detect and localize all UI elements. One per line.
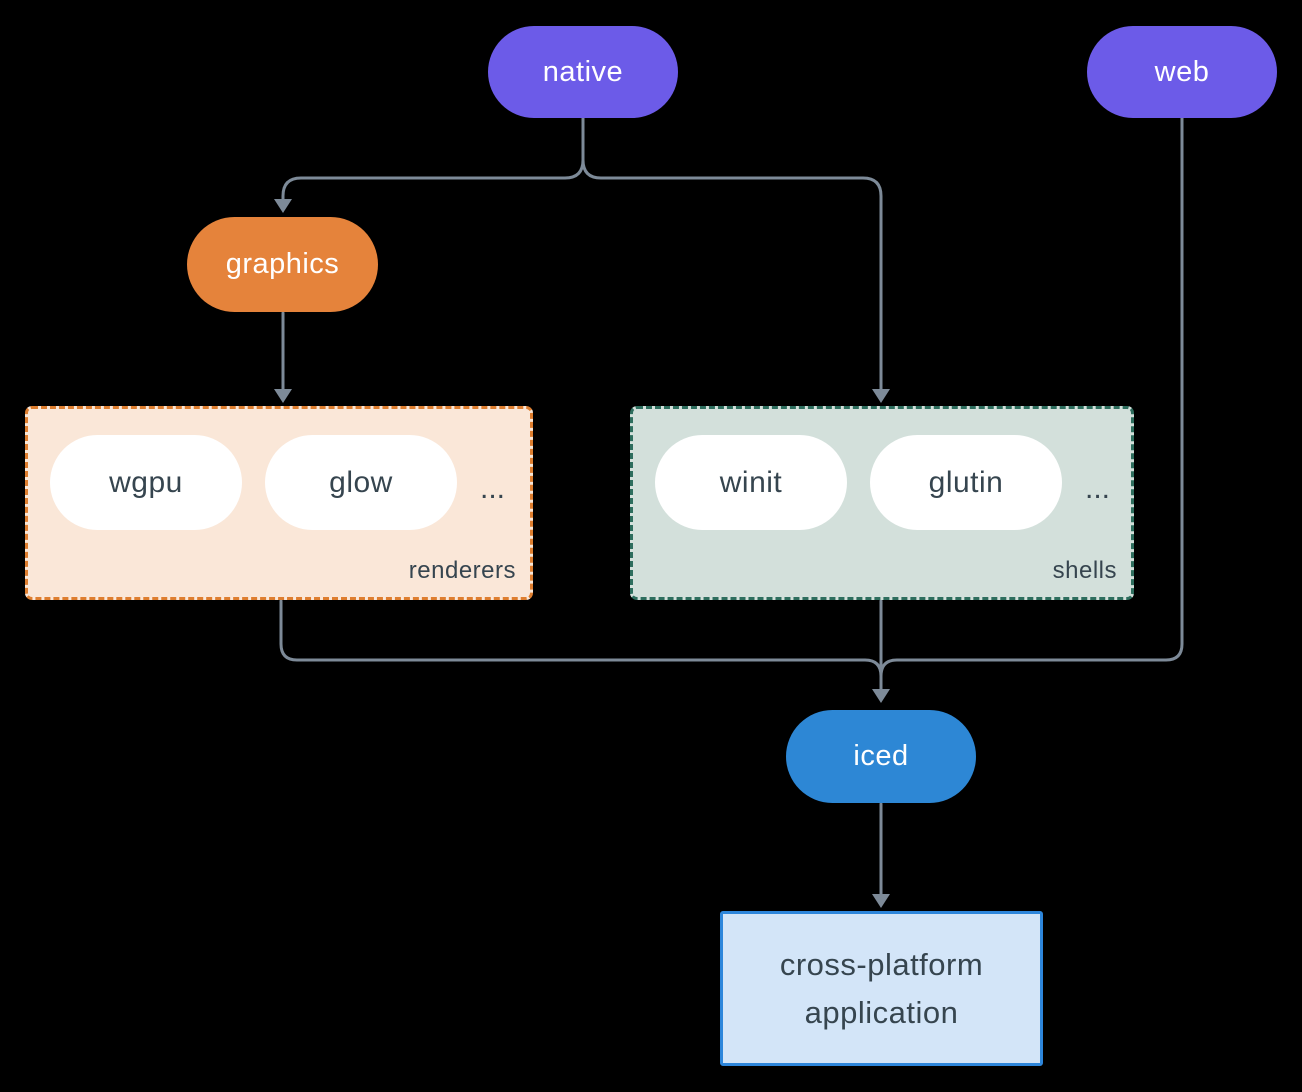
node-glow: glow: [265, 435, 457, 530]
arrowhead-application: [872, 894, 890, 908]
node-winit-label: winit: [719, 465, 783, 499]
node-cross-platform-application: cross-platform application: [720, 911, 1043, 1066]
application-label-line2: application: [804, 994, 959, 1030]
arrowhead-graphics: [274, 199, 292, 213]
renderers-ellipsis: ...: [480, 471, 506, 505]
node-web: web: [1087, 26, 1277, 118]
edge-native-graphics: [281, 158, 585, 201]
node-graphics: graphics: [187, 217, 378, 312]
arrowhead-renderers: [274, 389, 292, 403]
node-native: native: [488, 26, 678, 118]
node-native-label: native: [542, 55, 624, 88]
node-iced: iced: [786, 710, 976, 803]
arrowhead-iced: [872, 689, 890, 703]
node-glutin: glutin: [870, 435, 1062, 530]
renderers-group-label: renderers: [408, 557, 516, 584]
edge-web-iced: [879, 116, 1184, 678]
shells-group-label: shells: [1052, 557, 1117, 584]
shells-ellipsis: ...: [1085, 471, 1111, 505]
node-wgpu-label: wgpu: [109, 465, 183, 499]
group-renderers: wgpu glow ... renderers: [25, 406, 533, 600]
node-glutin-label: glutin: [928, 465, 1004, 499]
node-glow-label: glow: [329, 465, 393, 499]
edge-native-shells: [581, 158, 883, 391]
node-wgpu: wgpu: [50, 435, 242, 530]
arrowhead-shells: [872, 389, 890, 403]
node-graphics-label: graphics: [225, 248, 340, 280]
application-label-line1: cross-platform: [779, 946, 984, 982]
edge-renderers-iced: [279, 599, 883, 678]
group-shells: winit glutin ... shells: [630, 406, 1134, 600]
node-web-label: web: [1154, 55, 1210, 88]
node-winit: winit: [655, 435, 847, 530]
node-iced-label: iced: [853, 740, 909, 772]
